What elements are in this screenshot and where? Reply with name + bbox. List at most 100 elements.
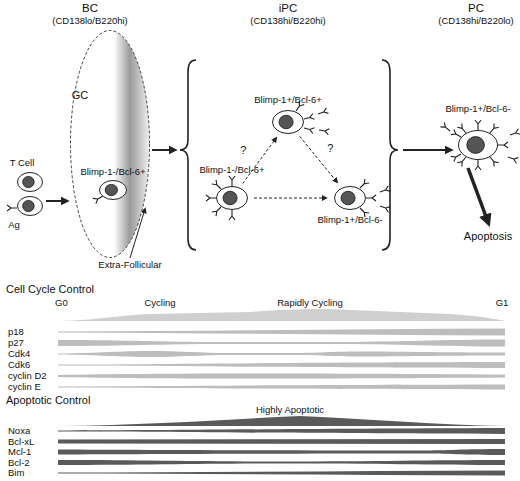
b-cell: Blimp-1-/Bcl-6+ (99, 180, 127, 200)
antibody-symbol (440, 122, 452, 133)
antibody-symbol (498, 142, 508, 148)
phase-label: G0 (55, 297, 68, 308)
antibody-symbol (475, 160, 481, 170)
apoptosis-profile (58, 416, 505, 426)
germinal-center: BC(CD138lo/B220hi)GCBlimp-1-/Bcl-6+ (70, 30, 150, 258)
cell-body (100, 181, 127, 200)
cell-label: Blimp-1+/Bcl-6- (445, 103, 510, 114)
cell-body (18, 197, 43, 216)
cycling-profile (58, 309, 505, 321)
section-title: Apoptotic Control (6, 394, 90, 406)
plasma-cell: Blimp-1+/Bcl-6- (334, 186, 366, 210)
row-label: cyclin D2 (8, 370, 47, 381)
bcl-2-band (58, 460, 505, 465)
region-note: Extra-Follicular (98, 259, 161, 270)
p27-band (58, 340, 505, 347)
dashed-arrow (300, 136, 337, 182)
cyclin-d2-band (58, 373, 505, 378)
cell-label: Blimp-1-/Bcl-6+ (80, 166, 145, 177)
antibody-symbol (303, 125, 314, 133)
row-label: Cdk6 (8, 359, 30, 370)
apoptosis-arrow (468, 168, 488, 222)
antibody-symbol (507, 154, 518, 163)
b-cell: Ag (17, 196, 43, 216)
row-label: Noxa (8, 425, 30, 436)
cyclin-e-band (58, 385, 505, 390)
edge-label: ? (327, 143, 333, 154)
antibody-symbol (379, 203, 390, 212)
cell-label: (CD138hi/B220lo) (438, 15, 514, 26)
cell-label: (CD138lo/B220hi) (52, 15, 128, 26)
edge-label: ? (240, 145, 246, 156)
antibody-symbol (509, 129, 520, 138)
cell-nucleus (105, 184, 117, 195)
cell-label: Blimp-1+/Bcl-6+ (254, 94, 322, 105)
antibody-symbol (7, 205, 17, 211)
dashed-arrow (243, 138, 277, 184)
antibody-symbol (379, 186, 390, 195)
antibody-symbol (229, 210, 235, 220)
row-label: Mcl-1 (8, 446, 31, 457)
cell-outline (334, 186, 366, 210)
row-label: Bcl-2 (8, 457, 30, 468)
cell-nucleus (279, 115, 293, 128)
cell-body (459, 131, 498, 160)
cell-nucleus (23, 200, 34, 211)
process-arrow (403, 149, 451, 151)
cell-outline (458, 130, 498, 160)
row-label: Bcl-xL (8, 436, 34, 447)
noxa-band (58, 428, 505, 434)
bcl-xl-band (58, 439, 505, 444)
antibody-symbol (303, 114, 314, 122)
antibody-symbol (366, 195, 376, 201)
left-brace (180, 60, 196, 250)
section-title: Cell Cycle Control (6, 283, 94, 295)
cell-outline (17, 196, 43, 216)
antibody-symbol (206, 195, 216, 201)
cell-body (335, 187, 366, 210)
plasma-cell: PC(CD138hi/B220lo)Blimp-1+/Bcl-6- (458, 130, 498, 160)
outcome-label: Apoptosis (464, 231, 512, 242)
antibody-symbol (317, 108, 328, 117)
cell-outline (216, 186, 248, 210)
germinal-center-ellipse (71, 31, 150, 258)
cell-nucleus (467, 137, 485, 154)
t-cell: T Cell (17, 172, 43, 192)
cell-outline (272, 110, 304, 134)
stage-heading: PC (468, 2, 484, 15)
right-brace (382, 60, 398, 250)
phase-label: Cycling (144, 297, 175, 308)
dashed-arrow (254, 198, 326, 199)
row-label: Cdk4 (8, 348, 30, 359)
process-arrow (152, 149, 175, 151)
cell-label: (CD138hi/B220hi) (250, 15, 326, 26)
cell-body (217, 187, 248, 210)
germinal-center-outline (70, 30, 150, 258)
mcl-1-band (58, 449, 505, 455)
bim-band (58, 471, 505, 476)
antibody-symbol (451, 151, 463, 161)
plasma-cell: Blimp-1+/Bcl-6+ (272, 110, 304, 134)
cell-body (18, 173, 43, 192)
stage-heading: iPC (279, 2, 298, 15)
cell-outline (99, 180, 127, 200)
antibody-symbol (475, 120, 481, 130)
cell-body (273, 111, 304, 134)
p18-band (58, 329, 505, 336)
ipc-group: iPC(CD138hi/B220hi)Blimp-1+/Bcl-6+Blimp-… (180, 62, 400, 248)
cell-label: Blimp-1-/Bcl-6+ (199, 164, 264, 175)
phase-label: G1 (496, 297, 509, 308)
antibody-symbol (229, 176, 235, 186)
cell-label: Ag (8, 219, 20, 230)
row-label: Bim (8, 467, 24, 478)
cell-outline (17, 172, 43, 192)
region-label: GC (72, 90, 89, 101)
cell-label: T Cell (10, 157, 35, 168)
cell-nucleus (23, 176, 34, 187)
phase-label: Highly Apoptotic (256, 404, 324, 415)
cdk4-band (58, 351, 505, 357)
stage-heading: BC (82, 2, 98, 15)
cell-nucleus (223, 191, 237, 204)
